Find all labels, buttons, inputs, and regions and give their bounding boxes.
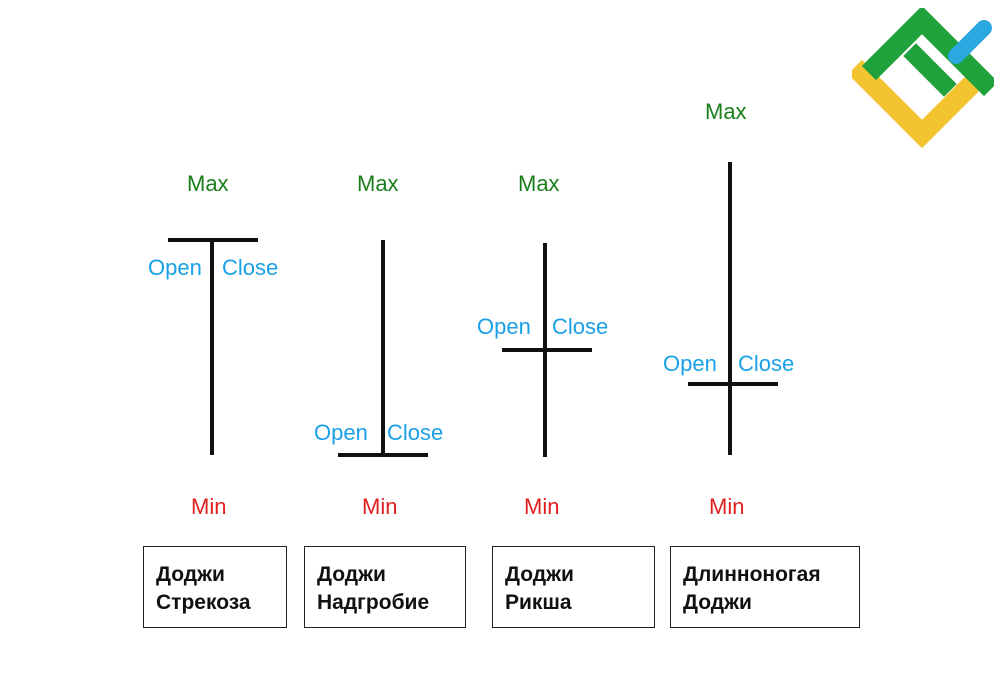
- candle-name-line1: Доджи: [505, 563, 574, 586]
- close-label: Close: [387, 420, 444, 445]
- candle-body-line: [338, 453, 428, 457]
- close-label: Close: [738, 351, 795, 376]
- candle-name-line1: Доджи: [156, 563, 225, 586]
- close-label: Close: [222, 255, 279, 280]
- candle-name-line2: Рикша: [505, 591, 572, 614]
- open-label: Open: [148, 255, 202, 280]
- min-label: Min: [362, 494, 398, 519]
- open-label: Open: [314, 420, 368, 445]
- open-label: Open: [477, 314, 531, 339]
- min-label: Min: [709, 494, 745, 519]
- candle-body-line: [688, 382, 778, 386]
- candle-wick: [210, 240, 214, 455]
- candle-wick: [728, 162, 732, 455]
- max-label: Max: [705, 99, 747, 124]
- max-label: Max: [518, 171, 560, 196]
- min-label: Min: [524, 494, 560, 519]
- candle-name-box: Доджи Стрекоза: [143, 546, 287, 628]
- close-label: Close: [552, 314, 609, 339]
- max-label: Max: [187, 171, 229, 196]
- candle-name-line1: Доджи: [317, 563, 386, 586]
- candle-wick: [381, 240, 385, 455]
- max-label: Max: [357, 171, 399, 196]
- candle-name-box: Доджи Надгробие: [304, 546, 466, 628]
- candle-name-box: Длинноногая Доджи: [670, 546, 860, 628]
- open-label: Open: [663, 351, 717, 376]
- candle-name-line1: Длинноногая: [683, 563, 821, 586]
- candle-name-line2: Доджи: [683, 591, 752, 614]
- candle-name-line2: Надгробие: [317, 591, 430, 614]
- brand-logo-icon: [847, 5, 999, 149]
- candle-name-line2: Стрекоза: [156, 591, 251, 614]
- candle-name-box: Доджи Рикша: [492, 546, 655, 628]
- candle-body-line: [502, 348, 592, 352]
- min-label: Min: [191, 494, 227, 519]
